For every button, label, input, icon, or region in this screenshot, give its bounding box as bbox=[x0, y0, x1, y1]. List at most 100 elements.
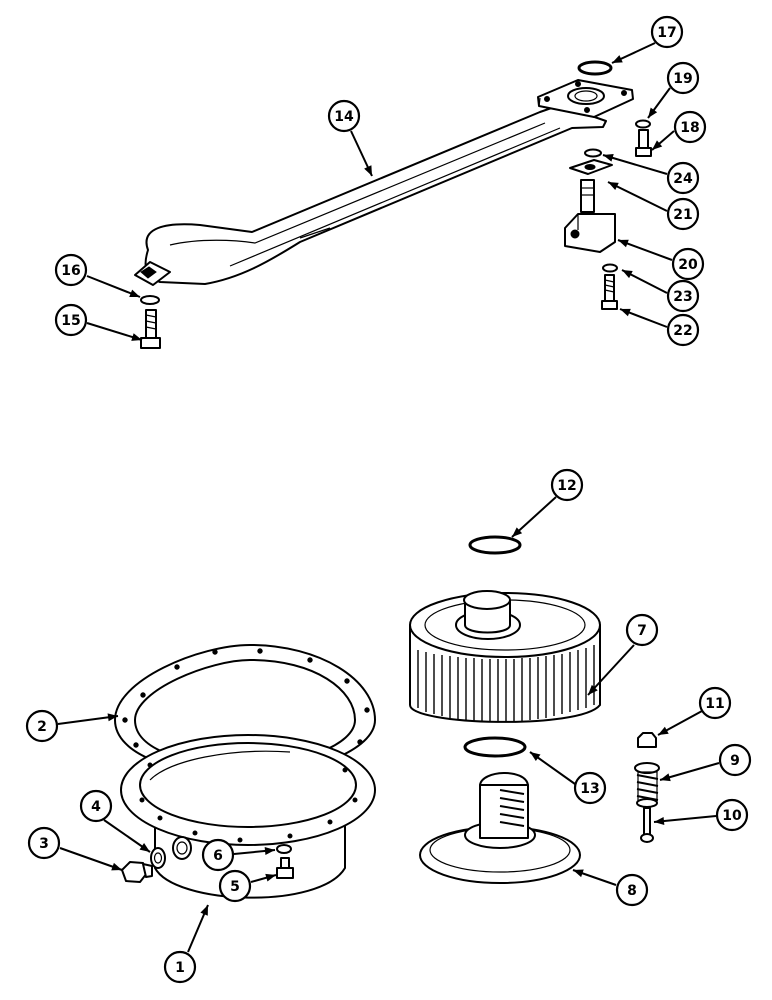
callout-24: 24 bbox=[602, 154, 700, 195]
suction-tube bbox=[134, 79, 634, 286]
arrowhead-18 bbox=[652, 140, 663, 150]
relief-nut bbox=[637, 732, 657, 748]
arrowhead-15 bbox=[131, 333, 142, 341]
upper-o-ring bbox=[468, 535, 522, 555]
callout-20: 20 bbox=[617, 239, 705, 281]
callout-circle-10 bbox=[715, 798, 749, 832]
callout-21: 21 bbox=[607, 181, 700, 231]
leader-line-7 bbox=[587, 644, 635, 696]
callout-1: 1 bbox=[163, 904, 209, 984]
arrowhead-11 bbox=[658, 726, 669, 735]
arrowhead-19 bbox=[648, 107, 658, 118]
callout-number-16: 16 bbox=[61, 263, 80, 279]
callout-5: 5 bbox=[218, 869, 277, 903]
callout-circle-12 bbox=[550, 468, 584, 502]
callout-9: 9 bbox=[659, 743, 752, 782]
leader-line-2 bbox=[57, 715, 119, 725]
callout-circle-7 bbox=[625, 613, 659, 647]
bracket-stud bbox=[569, 159, 613, 175]
callout-number-15: 15 bbox=[61, 313, 80, 329]
callout-circle-1 bbox=[163, 950, 197, 984]
callout-circle-11 bbox=[698, 686, 732, 720]
callout-number-22: 22 bbox=[673, 323, 692, 339]
callout-12: 12 bbox=[511, 468, 584, 538]
callout-4: 4 bbox=[79, 789, 151, 853]
callout-circle-6 bbox=[201, 838, 235, 872]
callout-circle-5 bbox=[218, 869, 252, 903]
callout-number-24: 24 bbox=[673, 171, 693, 187]
callout-circle-3 bbox=[27, 826, 61, 860]
flange-o-ring bbox=[577, 60, 613, 76]
housing-bolt-washer bbox=[276, 844, 292, 854]
arrowhead-1 bbox=[200, 905, 208, 916]
arrowhead-3 bbox=[111, 862, 122, 871]
callout-number-2: 2 bbox=[37, 719, 47, 735]
arrowhead-21 bbox=[608, 182, 619, 191]
relief-spring bbox=[634, 762, 660, 808]
leader-line-10 bbox=[653, 815, 717, 823]
callout-number-20: 20 bbox=[678, 257, 698, 273]
callout-number-5: 5 bbox=[230, 879, 240, 895]
callout-number-9: 9 bbox=[730, 753, 740, 769]
callout-number-7: 7 bbox=[637, 623, 647, 639]
stud-o-ring bbox=[584, 148, 602, 158]
leader-line-21 bbox=[607, 181, 668, 212]
callout-number-17: 17 bbox=[657, 25, 676, 41]
callout-10: 10 bbox=[653, 798, 749, 832]
filter-element bbox=[409, 590, 601, 723]
callout-13: 13 bbox=[529, 751, 607, 805]
arrowhead-10 bbox=[654, 817, 665, 826]
callout-18: 18 bbox=[651, 110, 707, 151]
callout-number-13: 13 bbox=[580, 781, 599, 797]
arrowhead-9 bbox=[660, 773, 671, 782]
callout-number-19: 19 bbox=[673, 71, 692, 87]
arrowhead-16 bbox=[129, 289, 140, 298]
callout-circle-16 bbox=[54, 253, 88, 287]
housing bbox=[120, 734, 376, 899]
arrowhead-7 bbox=[588, 684, 598, 695]
arrowhead-23 bbox=[622, 270, 633, 279]
leader-line-24 bbox=[602, 154, 668, 175]
arrowhead-12 bbox=[512, 527, 523, 537]
callout-number-1: 1 bbox=[175, 960, 185, 976]
callout-circle-15 bbox=[54, 303, 88, 337]
tube-bolt bbox=[140, 309, 161, 349]
callout-8: 8 bbox=[572, 869, 649, 907]
callout-number-4: 4 bbox=[91, 799, 101, 815]
callout-circle-14 bbox=[327, 99, 361, 133]
callout-circle-24 bbox=[666, 161, 700, 195]
callout-11: 11 bbox=[657, 686, 732, 736]
relief-bolt bbox=[640, 807, 654, 843]
arrowhead-2 bbox=[107, 713, 118, 722]
arrowhead-5 bbox=[265, 873, 276, 882]
callout-16: 16 bbox=[54, 253, 141, 298]
callout-circle-4 bbox=[79, 789, 113, 823]
callout-circle-19 bbox=[666, 61, 700, 95]
callout-number-21: 21 bbox=[673, 207, 692, 223]
callout-number-11: 11 bbox=[705, 696, 724, 712]
callout-number-12: 12 bbox=[557, 478, 576, 494]
leader-line-3 bbox=[59, 847, 123, 871]
callout-14: 14 bbox=[327, 99, 373, 177]
arrowhead-20 bbox=[618, 239, 629, 248]
housing-bolt bbox=[276, 857, 294, 879]
bracket-bolt-washer bbox=[602, 263, 618, 273]
callout-circle-13 bbox=[573, 771, 607, 805]
callout-number-14: 14 bbox=[334, 109, 354, 125]
callout-circle-2 bbox=[25, 709, 59, 743]
drain-plug bbox=[121, 861, 153, 883]
callout-number-23: 23 bbox=[673, 289, 692, 305]
arrowhead-22 bbox=[620, 308, 631, 317]
callout-23: 23 bbox=[621, 269, 700, 313]
callout-circle-23 bbox=[666, 279, 700, 313]
tube-bolt-washer bbox=[140, 295, 160, 305]
callout-circle-17 bbox=[650, 15, 684, 49]
callout-circle-20 bbox=[671, 247, 705, 281]
callout-circle-22 bbox=[666, 313, 700, 347]
callout-3: 3 bbox=[27, 826, 123, 871]
callout-number-6: 6 bbox=[213, 848, 223, 864]
arrowhead-6 bbox=[264, 846, 275, 855]
arrowhead-4 bbox=[139, 843, 150, 852]
callout-circle-8 bbox=[615, 873, 649, 907]
